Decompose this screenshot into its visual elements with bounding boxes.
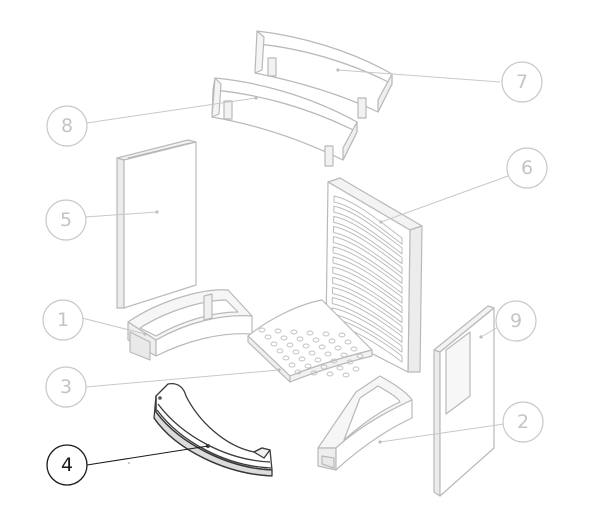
grate-hole: [293, 350, 299, 354]
grate-slot: [333, 237, 402, 284]
part-1-left-corner-brick: [128, 290, 252, 360]
grate-hole: [283, 356, 289, 360]
grate-slot: [333, 247, 402, 293]
leader-line-8: [79, 97, 257, 125]
grate-hole: [331, 359, 337, 363]
grate-slot: [333, 267, 402, 313]
grate-hole: [311, 371, 317, 375]
grate-slot: [333, 277, 402, 322]
grate-hole: [323, 332, 329, 336]
part-8-lower-baffle: [212, 78, 357, 166]
grate-hole: [321, 365, 327, 369]
grate-hole: [313, 338, 319, 342]
grate-hole: [347, 360, 353, 364]
grate-hole: [345, 340, 351, 344]
grate-hole: [339, 333, 345, 337]
callout-3: 3: [45, 366, 87, 408]
grate-hole: [353, 367, 359, 371]
grate-hole: [295, 370, 301, 374]
grate-hole: [259, 328, 265, 332]
callout-5-label: 5: [60, 209, 72, 231]
callout-7: 7: [501, 61, 543, 103]
grate-slot: [333, 257, 402, 303]
grate-hole: [329, 339, 335, 343]
grate-slot: [334, 206, 402, 254]
grate-hole: [357, 354, 363, 358]
grate-hole: [265, 335, 271, 339]
grate-slot: [332, 298, 402, 343]
grate-hole: [337, 366, 343, 370]
callout-8: 8: [46, 105, 88, 147]
part-9-right-side-panel: [434, 306, 494, 496]
grate-hole: [297, 337, 303, 341]
callout-3-label: 3: [60, 376, 72, 398]
callouts: 7 8 6 5 1 9 3 2: [42, 61, 548, 486]
callout-1-label: 1: [57, 309, 69, 331]
callout-2-label: 2: [517, 411, 529, 433]
grate-hole: [299, 357, 305, 361]
grate-hole: [319, 345, 325, 349]
callout-2: 2: [502, 401, 544, 443]
grate-slot: [334, 227, 403, 274]
grate-hole: [275, 329, 281, 333]
part-3-floor-grate-plate: [248, 300, 372, 382]
grate-hole: [271, 342, 277, 346]
grate-hole: [303, 344, 309, 348]
leader-line-3: [85, 369, 280, 388]
callout-8-label: 8: [61, 115, 73, 137]
part-5-left-side-panel: [117, 140, 196, 308]
grate-hole: [327, 372, 333, 376]
leader-lines: [79, 69, 509, 466]
grate-slot: [334, 216, 402, 263]
leader-line-5: [84, 211, 158, 218]
grate-hole: [315, 358, 321, 362]
grate-hole: [351, 347, 357, 351]
grate-slot: [333, 288, 403, 333]
grate-hole: [291, 330, 297, 334]
grate-hole: [277, 349, 283, 353]
callout-4-label: 4: [61, 454, 73, 476]
grate-hole: [281, 336, 287, 340]
part-4-front-curved-retainer: [128, 384, 272, 476]
grate-hole: [341, 353, 347, 357]
callout-9: 9: [495, 300, 537, 342]
callout-5: 5: [45, 199, 87, 241]
callout-6-label: 6: [521, 157, 533, 179]
callout-6: 6: [506, 147, 548, 189]
grate-hole: [325, 352, 331, 356]
leader-line-2: [379, 423, 505, 443]
grate-hole: [343, 373, 349, 377]
callout-9-label: 9: [510, 310, 522, 332]
callout-7-label: 7: [516, 71, 528, 93]
part-7-top-baffle: [255, 31, 392, 118]
grate-hole: [307, 331, 313, 335]
grate-hole: [289, 363, 295, 367]
leader-line-9: [480, 326, 499, 338]
grate-slot: [334, 196, 402, 244]
leader-line-4: [86, 445, 209, 466]
leader-line-1: [81, 317, 146, 335]
grate-hole: [335, 346, 341, 350]
grate-hole: [309, 351, 315, 355]
grate-slot: [332, 308, 402, 352]
grate-hole: [305, 364, 311, 368]
leader-line-7: [337, 69, 501, 83]
part-2-right-corner-brick: [318, 376, 412, 470]
leader-line-6: [380, 175, 509, 223]
grate-hole: [287, 343, 293, 347]
callout-4: 4: [46, 444, 88, 486]
callout-1: 1: [42, 299, 84, 341]
